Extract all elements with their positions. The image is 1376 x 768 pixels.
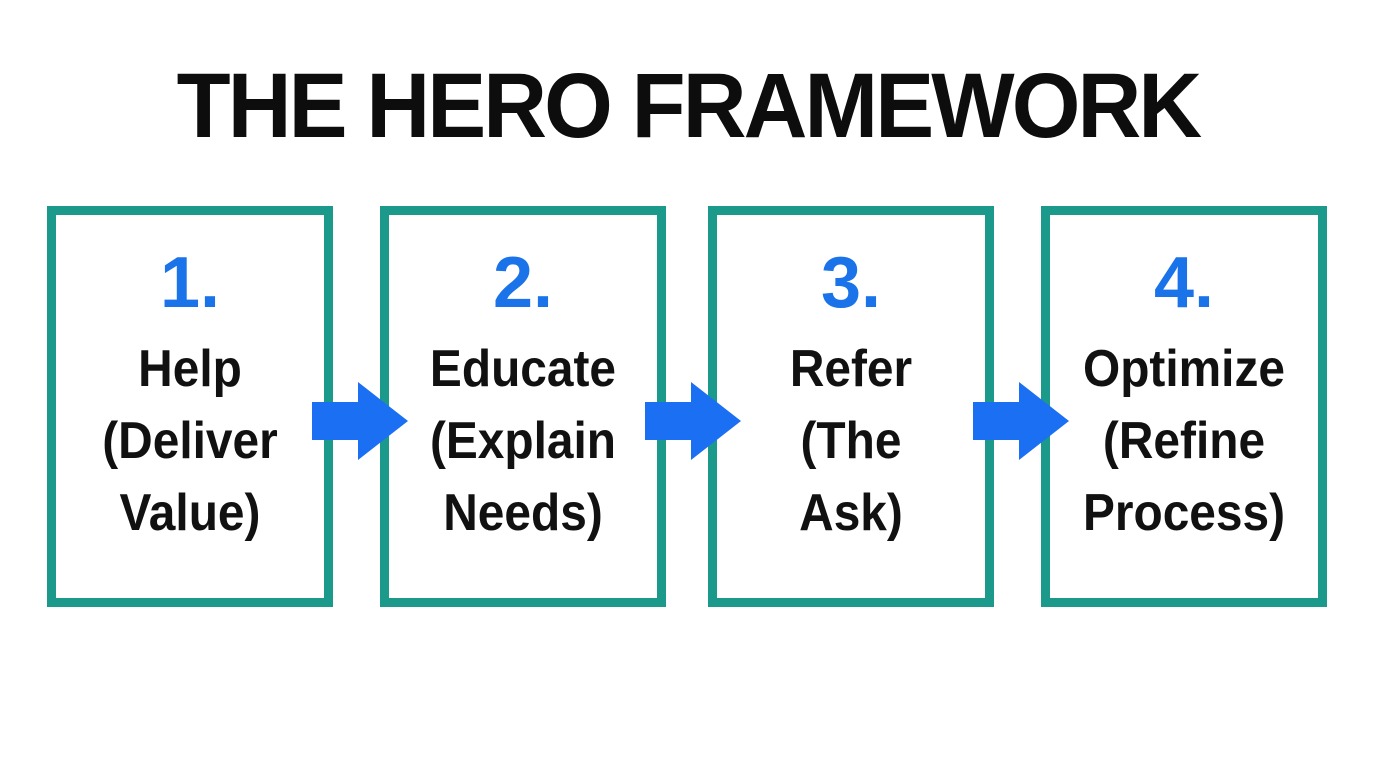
step-box-refer: 3. Refer (The Ask): [708, 206, 994, 607]
right-arrow-icon: [645, 382, 741, 460]
step-label: Educate (Explain Needs): [429, 340, 617, 542]
step-label: Optimize (Refine Process): [1082, 340, 1286, 542]
step-box-optimize: 4. Optimize (Refine Process): [1041, 206, 1327, 607]
step-box-help: 1. Help (Deliver Value): [47, 206, 333, 607]
step-label: Refer (The Ask): [789, 340, 913, 542]
step-label: Help (Deliver Value): [102, 340, 278, 542]
step-number: 1.: [159, 243, 221, 323]
right-arrow-icon: [312, 382, 408, 460]
step-number: 4.: [1153, 243, 1215, 323]
step-number: 2.: [492, 243, 554, 323]
right-arrow-icon: [973, 382, 1069, 460]
page-title: THE HERO FRAMEWORK: [176, 55, 1203, 157]
step-number: 3.: [820, 243, 882, 323]
step-box-educate: 2. Educate (Explain Needs): [380, 206, 666, 607]
